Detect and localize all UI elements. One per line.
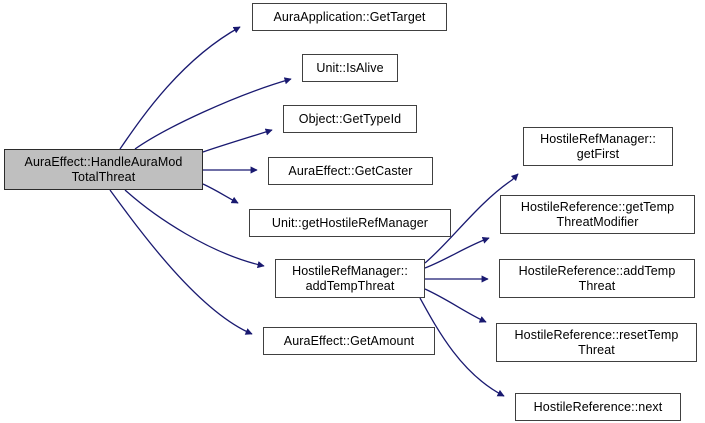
graph-node-label: Unit::IsAlive	[316, 60, 384, 75]
graph-node-label: Object::GetTypeId	[298, 111, 402, 126]
graph-edge-add-temp-threat-mgr-to-get-temp-threat-modifier	[424, 236, 490, 269]
graph-node-get-temp-threat-modifier[interactable]: HostileReference::getTemp ThreatModifier	[500, 195, 695, 234]
graph-node-root[interactable]: AuraEffect::HandleAuraMod TotalThreat	[4, 149, 203, 190]
graph-node-add-temp-threat-mgr[interactable]: HostileRefManager:: addTempThreat	[275, 259, 425, 298]
graph-node-label: HostileReference::resetTemp Threat	[514, 327, 679, 357]
graph-node-get-hostile-ref-manager[interactable]: Unit::getHostileRefManager	[249, 209, 451, 237]
graph-edge-root-to-add-temp-threat-mgr	[124, 189, 265, 269]
graph-node-get-first[interactable]: HostileRefManager:: getFirst	[523, 127, 673, 166]
graph-node-reset-temp-threat[interactable]: HostileReference::resetTemp Threat	[496, 323, 697, 362]
graph-node-get-caster[interactable]: AuraEffect::GetCaster	[268, 157, 433, 185]
graph-node-get-target[interactable]: AuraApplication::GetTarget	[252, 3, 447, 31]
graph-edge-root-to-is-alive	[134, 77, 292, 150]
graph-node-next[interactable]: HostileReference::next	[515, 393, 681, 421]
graph-node-label: Unit::getHostileRefManager	[271, 215, 429, 230]
graph-node-label: HostileReference::addTemp Threat	[518, 263, 676, 293]
graph-node-label: HostileReference::next	[533, 399, 663, 414]
graph-node-label: AuraEffect::GetAmount	[283, 333, 415, 348]
graph-node-get-type-id[interactable]: Object::GetTypeId	[283, 105, 417, 133]
graph-edge-root-to-get-type-id	[202, 128, 273, 153]
graph-node-is-alive[interactable]: Unit::IsAlive	[302, 54, 398, 82]
graph-node-label: HostileRefManager:: addTempThreat	[292, 263, 408, 293]
graph-node-label: HostileRefManager:: getFirst	[540, 131, 656, 161]
graph-edge-root-to-get-hostile-ref-manager	[202, 183, 239, 204]
graph-node-label: AuraApplication::GetTarget	[273, 9, 426, 24]
graph-node-label: HostileReference::getTemp ThreatModifier	[520, 199, 675, 229]
graph-edge-root-to-get-amount	[109, 189, 253, 335]
graph-node-label: AuraEffect::GetCaster	[288, 163, 413, 178]
graph-node-add-temp-threat-ref[interactable]: HostileReference::addTemp Threat	[499, 259, 695, 298]
graph-edge-add-temp-threat-mgr-to-reset-temp-threat	[424, 288, 487, 323]
graph-node-get-amount[interactable]: AuraEffect::GetAmount	[263, 327, 435, 355]
graph-node-label: AuraEffect::HandleAuraMod TotalThreat	[24, 154, 183, 184]
graph-edge-root-to-get-target	[119, 26, 241, 150]
